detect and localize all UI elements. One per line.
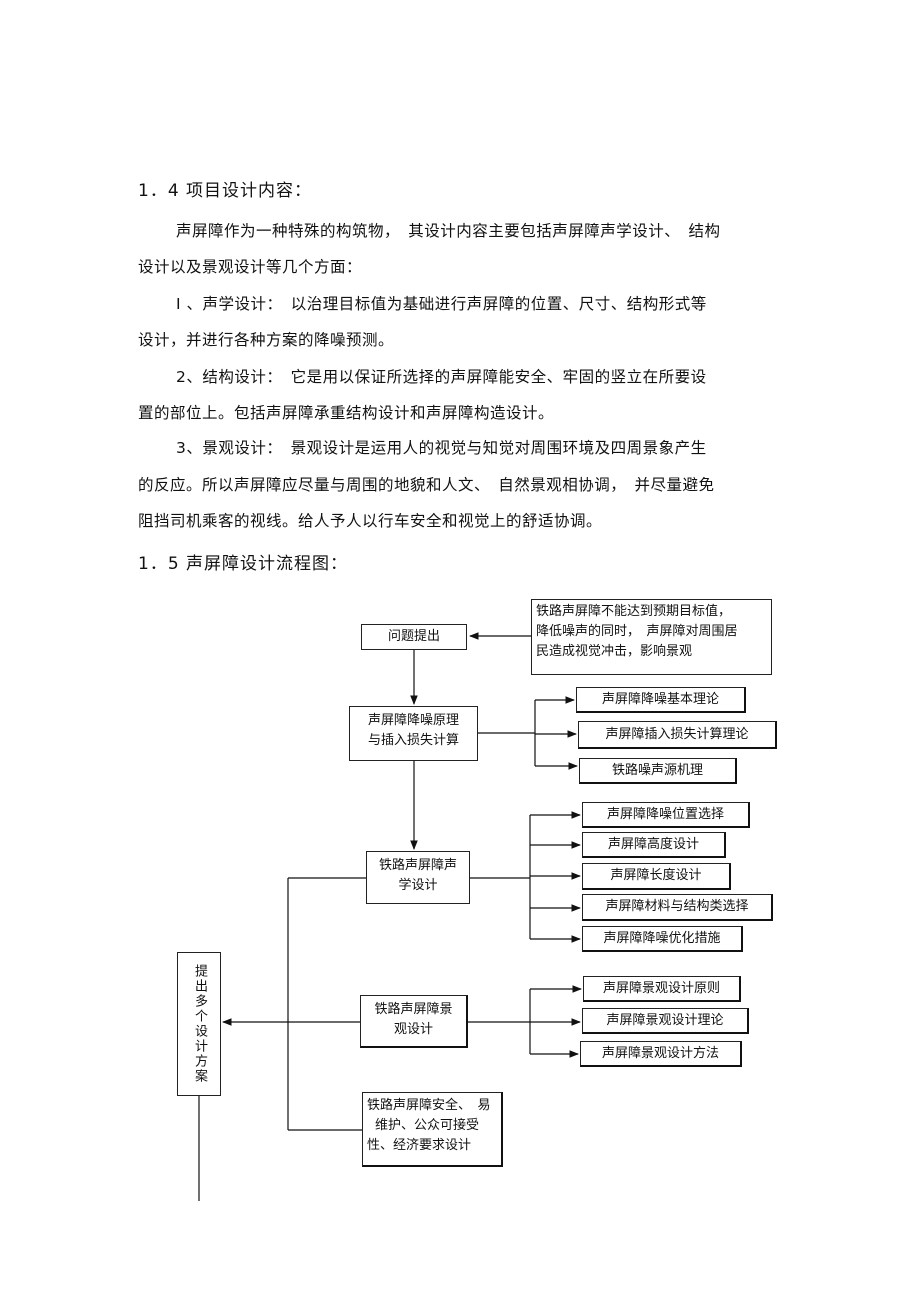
- paragraph-intro-line1: 声屏障作为一种特殊的构筑物， 其设计内容主要包括声屏障声学设计、 结构: [176, 222, 721, 240]
- theory-item-box: 声屏障降噪基本理论: [576, 687, 746, 713]
- paragraph-structure-line1: 2、结构设计： 它是用以保证所选择的声屏障能安全、牢固的竖立在所要设: [176, 368, 707, 386]
- acoustic-item-box: 声屏障长度设计: [582, 863, 731, 890]
- safety-design-line: 铁路声屏障安全、 易: [367, 1098, 491, 1113]
- paragraph-structure-line2: 置的部位上。包括声屏障承重结构设计和声屏障构造设计。: [138, 404, 555, 422]
- theory-item-box: 声屏障插入损失计算理论: [578, 721, 777, 749]
- acoustic-design-line: 铁路声屏障声: [378, 858, 457, 873]
- problem-box: 问题提出: [361, 624, 467, 650]
- principle-box: 声屏障降噪原理 与插入损失计算: [349, 706, 478, 761]
- principle-line: 与插入损失计算: [367, 733, 459, 748]
- landscape-item-label: 声屏障景观设计原则: [602, 981, 720, 996]
- acoustic-item-box: 声屏障材料与结构类选择: [582, 894, 773, 921]
- safety-design-line: 维护、公众可接受: [375, 1118, 480, 1133]
- section-1-5-heading: 1．5 声屏障设计流程图：: [138, 554, 349, 574]
- landscape-item-label: 声屏障景观设计方法: [601, 1046, 719, 1061]
- acoustic-item-box: 声屏障高度设计: [582, 832, 726, 858]
- multiple-plans-label: 提出多个设计方案: [192, 964, 207, 1084]
- theory-item-label: 声屏障插入损失计算理论: [605, 727, 749, 742]
- landscape-item-box: 声屏障景观设计方法: [580, 1041, 742, 1067]
- section-1-4-heading: 1．4 项目设计内容：: [138, 181, 313, 201]
- landscape-item-label: 声屏障景观设计理论: [606, 1013, 724, 1028]
- acoustic-item-label: 声屏障降噪优化措施: [603, 931, 721, 946]
- landscape-design-line: 铁路声屏障景: [374, 1002, 453, 1017]
- acoustic-item-box: 声屏障降噪优化措施: [582, 926, 743, 952]
- acoustic-item-label: 声屏障材料与结构类选择: [605, 899, 749, 914]
- problem-description-box: 铁路声屏障不能达到预期目标值， 降低噪声的同时， 声屏障对周围居 民造成视觉冲击…: [531, 599, 772, 675]
- landscape-item-box: 声屏障景观设计原则: [583, 976, 741, 1002]
- safety-design-box: 铁路声屏障安全、 易 维护、公众可接受 性、经济要求设计: [362, 1092, 503, 1167]
- paragraph-acoustic-line2: 设计，并进行各种方案的降噪预测。: [138, 331, 395, 349]
- problem-description-line: 降低噪声的同时， 声屏障对周围居: [536, 624, 738, 639]
- paragraph-landscape-line3: 阻挡司机乘客的视线。给人予人以行车安全和视觉上的舒适协调。: [138, 512, 603, 530]
- theory-item-label: 铁路噪声源机理: [611, 763, 703, 778]
- paragraph-acoustic-line1: I 、声学设计： 以治理目标值为基础进行声屏障的位置、尺寸、结构形式等: [176, 295, 707, 313]
- paragraph-landscape-line2: 的反应。所以声屏障应尽量与周围的地貌和人文、 自然景观相协调， 并尽量避免: [138, 476, 715, 494]
- problem-description-line: 民造成视觉冲击，影响景观: [536, 644, 693, 659]
- acoustic-item-label: 声屏障长度设计: [610, 868, 702, 883]
- acoustic-design-line: 学设计: [398, 878, 438, 893]
- landscape-item-box: 声屏障景观设计理论: [582, 1008, 749, 1034]
- landscape-design-box: 铁路声屏障景 观设计: [360, 995, 468, 1048]
- paragraph-landscape-line1: 3、景观设计： 景观设计是运用人的视觉与知觉对周围环境及四周景象产生: [176, 439, 707, 457]
- acoustic-design-box: 铁路声屏障声 学设计: [366, 851, 470, 904]
- problem-description-line: 铁路声屏障不能达到预期目标值，: [536, 604, 732, 619]
- problem-label: 问题提出: [387, 629, 440, 644]
- principle-line: 声屏障降噪原理: [367, 713, 459, 728]
- acoustic-item-box: 声屏障降噪位置选择: [582, 802, 750, 828]
- acoustic-item-label: 声屏障降噪位置选择: [606, 807, 724, 822]
- paragraph-intro-line2: 设计以及景观设计等几个方面：: [138, 258, 363, 276]
- theory-item-box: 铁路噪声源机理: [579, 758, 737, 784]
- landscape-design-line: 观设计: [393, 1022, 433, 1037]
- multiple-plans-box: 提出多个设计方案: [177, 952, 221, 1096]
- theory-item-label: 声屏障降噪基本理论: [601, 692, 719, 707]
- safety-design-line: 性、经济要求设计: [367, 1138, 472, 1153]
- acoustic-item-label: 声屏障高度设计: [607, 837, 699, 852]
